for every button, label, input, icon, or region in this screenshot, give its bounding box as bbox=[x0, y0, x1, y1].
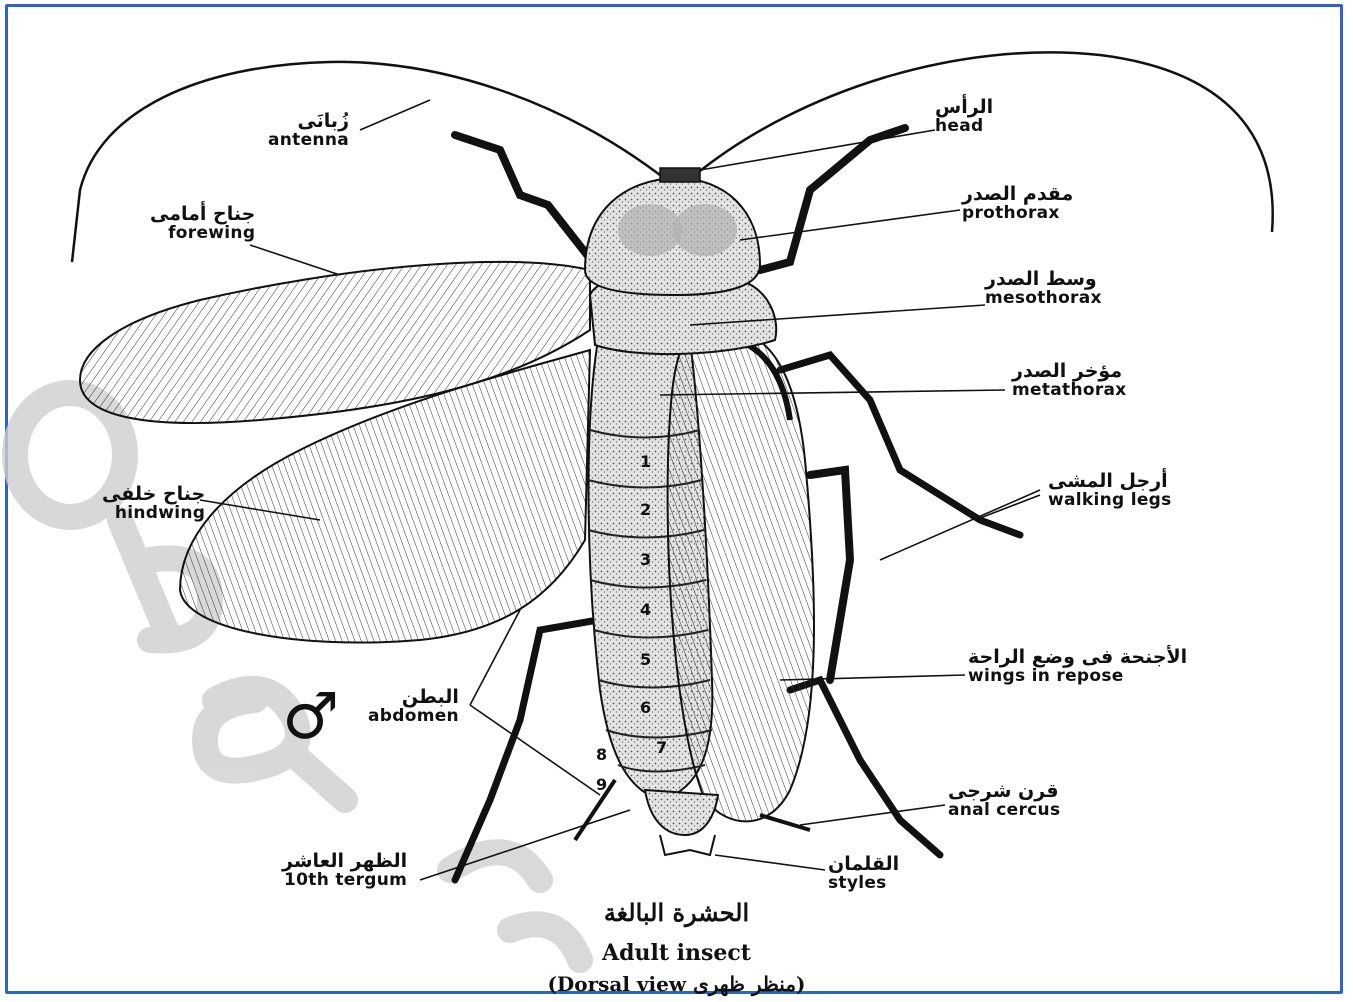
label-hindwing-ar: جناح خلفى bbox=[102, 485, 205, 505]
label-antenna-ar: زُبانَى bbox=[268, 112, 349, 132]
label-forewing: جناح أمامى forewing bbox=[150, 205, 255, 243]
label-metathorax-en: metathorax bbox=[1012, 382, 1127, 400]
label-10th-tergum-en: 10th tergum bbox=[282, 872, 407, 890]
label-hindwing-en: hindwing bbox=[102, 505, 205, 523]
caption-arabic: الحشرة البالغة bbox=[0, 898, 1353, 927]
caption-view: (Dorsal view منظر ظهرى) bbox=[0, 972, 1353, 996]
segment-number-7: 7 bbox=[656, 738, 667, 757]
segment-number-4: 4 bbox=[640, 600, 651, 619]
caption-english: Adult insect bbox=[0, 940, 1353, 966]
segment-number-8: 8 bbox=[596, 745, 607, 764]
segment-number-3: 3 bbox=[640, 550, 651, 569]
label-metathorax-ar: مؤخر الصدر bbox=[1012, 362, 1127, 382]
segment-number-6: 6 bbox=[640, 698, 651, 717]
label-anal-cercus-ar: قرن شرجى bbox=[948, 782, 1060, 802]
label-anal-cercus: قرن شرجى anal cercus bbox=[948, 782, 1060, 820]
label-styles: القلمان styles bbox=[828, 855, 899, 893]
anal-cercus-left bbox=[575, 780, 615, 840]
label-walking-legs-en: walking legs bbox=[1048, 492, 1172, 510]
label-forewing-en: forewing bbox=[150, 225, 255, 243]
tenth-tergum-shape bbox=[645, 790, 718, 835]
label-styles-ar: القلمان bbox=[828, 855, 899, 875]
segment-number-2: 2 bbox=[640, 500, 651, 519]
label-antenna-en: antenna bbox=[268, 132, 349, 150]
segment-number-5: 5 bbox=[640, 650, 651, 669]
label-10th-tergum-ar: الظهر العاشر bbox=[282, 852, 407, 872]
head-shape bbox=[660, 168, 700, 182]
label-10th-tergum: الظهر العاشر 10th tergum bbox=[282, 852, 407, 890]
styles-shape bbox=[660, 835, 715, 855]
label-head: الرأس head bbox=[935, 98, 993, 136]
label-abdomen-en: abdomen bbox=[368, 708, 459, 726]
label-walking-legs: أرجل المشى walking legs bbox=[1048, 472, 1172, 510]
label-head-ar: الرأس bbox=[935, 98, 993, 118]
label-wings-in-repose-en: wings in repose bbox=[968, 668, 1187, 686]
label-head-en: head bbox=[935, 118, 993, 136]
anal-cercus-right bbox=[760, 815, 810, 830]
wings-in-repose-shape bbox=[668, 329, 814, 822]
label-metathorax: مؤخر الصدر metathorax bbox=[1012, 362, 1127, 400]
label-forewing-ar: جناح أمامى bbox=[150, 205, 255, 225]
label-antenna: زُبانَى antenna bbox=[268, 112, 349, 150]
label-hindwing: جناح خلفى hindwing bbox=[102, 485, 205, 523]
label-wings-in-repose: الأجنحة فى وضع الراحة wings in repose bbox=[968, 648, 1187, 686]
label-wings-in-repose-ar: الأجنحة فى وضع الراحة bbox=[968, 648, 1187, 668]
front-leg-left bbox=[455, 135, 595, 265]
front-leg-right bbox=[760, 128, 905, 270]
label-mesothorax-en: mesothorax bbox=[985, 290, 1102, 308]
mid-leg-right bbox=[780, 355, 1020, 535]
label-mesothorax-ar: وسط الصدر bbox=[985, 270, 1102, 290]
label-anal-cercus-en: anal cercus bbox=[948, 802, 1060, 820]
label-prothorax-ar: مقدم الصدر bbox=[962, 185, 1073, 205]
male-symbol-icon: ♂ bbox=[282, 685, 339, 749]
label-abdomen-ar: البطن bbox=[368, 688, 459, 708]
label-styles-en: styles bbox=[828, 875, 899, 893]
segment-number-1: 1 bbox=[640, 452, 651, 471]
segment-number-9: 9 bbox=[596, 775, 607, 794]
label-mesothorax: وسط الصدر mesothorax bbox=[985, 270, 1102, 308]
hind-tibia-right bbox=[810, 470, 850, 680]
hind-leg-right bbox=[790, 680, 940, 855]
label-prothorax-en: prothorax bbox=[962, 205, 1073, 223]
label-prothorax: مقدم الصدر prothorax bbox=[962, 185, 1073, 223]
label-abdomen: البطن abdomen bbox=[368, 688, 459, 726]
label-walking-legs-ar: أرجل المشى bbox=[1048, 472, 1172, 492]
